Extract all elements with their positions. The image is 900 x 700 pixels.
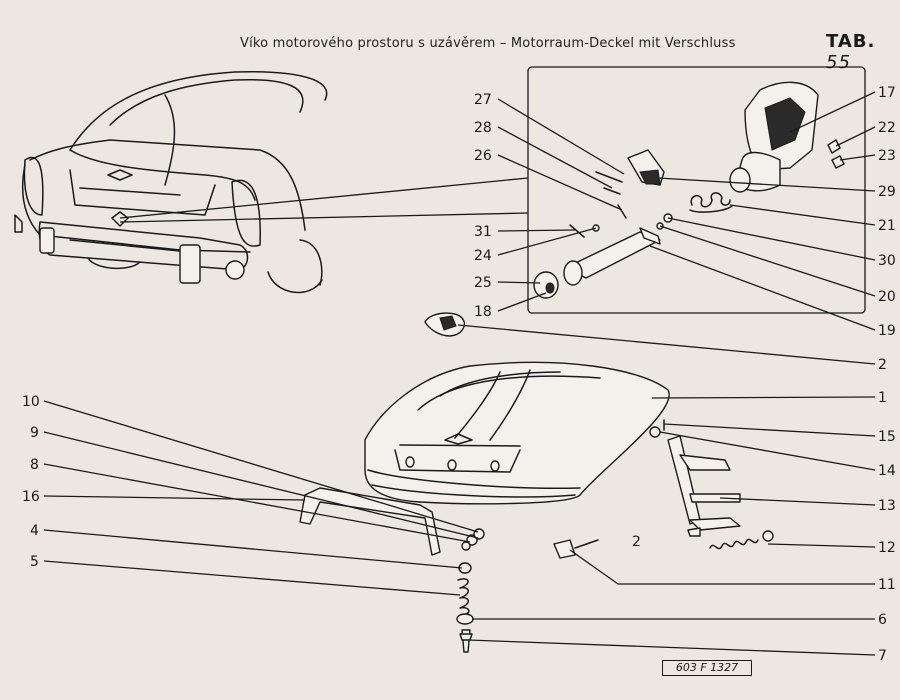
engine-lid-1 [364, 361, 670, 505]
table-number-value: 55 [826, 52, 851, 73]
part-label-17: 17 [878, 85, 896, 101]
part-label-2-main: 2 [878, 357, 887, 373]
part-label-11: 11 [878, 577, 896, 593]
part-label-26: 26 [474, 148, 492, 164]
part-label-22: 22 [878, 120, 896, 136]
part-label-16: 16 [22, 489, 40, 505]
part-label-23: 23 [878, 148, 896, 164]
part-label-15: 15 [878, 429, 896, 445]
part-label-31: 31 [474, 224, 492, 240]
inset-pointer-top [119, 177, 529, 219]
screws-22-23 [827, 139, 845, 169]
part-label-6: 6 [878, 612, 887, 628]
spring-stack-4-7 [456, 562, 474, 653]
small-parts-20-30 [656, 213, 673, 230]
spring-12 [709, 530, 774, 550]
part-label-25: 25 [474, 275, 492, 291]
part-label-10: 10 [22, 394, 40, 410]
part-labels: 27 28 26 31 24 25 18 17 22 23 29 21 30 2… [22, 85, 896, 664]
drawing-number-stamp: 603 F 1327 [662, 660, 752, 676]
part-label-20: 20 [878, 289, 896, 305]
lever-29 [627, 149, 665, 186]
part-label-30: 30 [878, 253, 896, 269]
part-label-8: 8 [30, 457, 39, 473]
part-label-28: 28 [474, 120, 492, 136]
part-label-27: 27 [474, 92, 492, 108]
part-label-24: 24 [474, 248, 492, 264]
pins-26-27-28-31 [569, 171, 627, 238]
bolt-14-15 [649, 419, 665, 438]
leader-lines [43, 91, 876, 656]
spring-21 [689, 192, 733, 213]
part-label-19: 19 [878, 323, 896, 339]
part-label-21: 21 [878, 218, 896, 234]
part-label-18: 18 [474, 304, 492, 320]
handle-bar-16 [299, 487, 441, 556]
nut-18 [533, 271, 559, 299]
hinge-13 [667, 435, 741, 537]
washers-8-9-10 [461, 528, 485, 551]
key-cylinder-19 [563, 227, 661, 286]
inset-pointer-bottom [119, 212, 529, 223]
part-label-14: 14 [878, 463, 896, 479]
latch-11 [553, 539, 599, 559]
part-label-29: 29 [878, 184, 896, 200]
part-label-4: 4 [30, 523, 39, 539]
table-prefix: TAB. [826, 31, 876, 52]
part-label-12: 12 [878, 540, 896, 556]
lock-housing-17 [729, 81, 819, 193]
part-label-2-latch: 2 [632, 534, 641, 550]
part-label-1: 1 [878, 390, 887, 406]
part-label-7: 7 [878, 648, 887, 664]
lock-bracket-2 [424, 312, 466, 337]
car-rear-view [14, 70, 328, 294]
table-number: TAB. 55 [826, 31, 900, 73]
part-label-9: 9 [30, 425, 39, 441]
part-label-13: 13 [878, 498, 896, 514]
part-label-5: 5 [30, 554, 39, 570]
page-title: Víko motorového prostoru s uzávěrem – Mo… [240, 36, 736, 51]
